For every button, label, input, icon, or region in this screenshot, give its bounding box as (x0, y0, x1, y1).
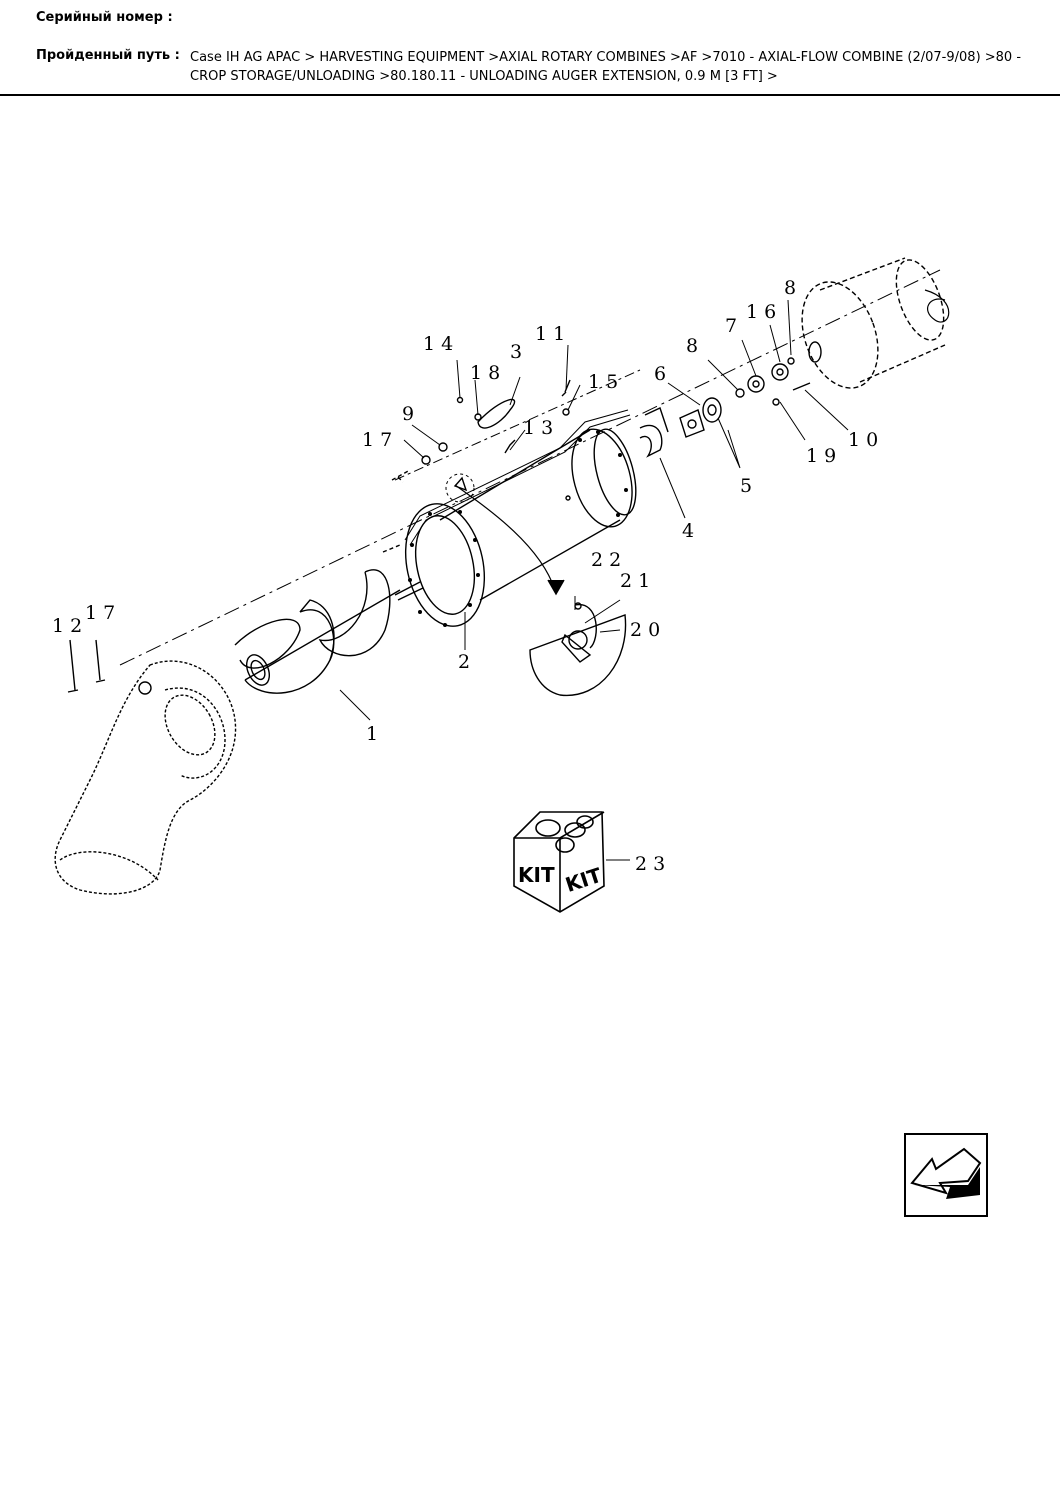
flange-bracket-5 (679, 409, 705, 438)
callout-2: 2 (458, 651, 476, 673)
bolt-11 (561, 379, 571, 397)
callout-9: 9 (402, 403, 420, 425)
callout-18: 18 (470, 362, 506, 384)
callout-7: 7 (725, 315, 743, 337)
serial-number-label: Серийный номер : (36, 10, 173, 25)
callout-4: 4 (682, 520, 700, 542)
callout-17b: 17 (85, 602, 121, 624)
callout-1: 1 (366, 723, 384, 745)
auger-tube-hidden (801, 257, 946, 389)
header-divider (0, 94, 1060, 96)
callout-6: 6 (654, 363, 672, 385)
arrow-next-icon (910, 1147, 982, 1199)
path-label: Пройденный путь : (36, 48, 180, 63)
sprocket (808, 341, 822, 363)
callout-10: 10 (848, 429, 884, 451)
callout-5: 5 (740, 475, 758, 497)
auger-tube-2 (404, 428, 637, 627)
next-page-button[interactable] (904, 1133, 988, 1217)
callout-8a: 8 (686, 335, 704, 357)
callout-13: 13 (523, 417, 559, 439)
callout-22: 22 (591, 549, 627, 571)
callout-19: 19 (806, 445, 842, 467)
bearing-6 (702, 397, 722, 423)
bearing-16 (771, 363, 789, 381)
callout-17a: 17 (362, 429, 398, 451)
callout-16: 16 (746, 301, 782, 323)
elbow-housing (54, 660, 237, 895)
callout-3: 3 (510, 341, 528, 363)
breadcrumb-path[interactable]: Case IH AG APAC > HARVESTING EQUIPMENT >… (190, 50, 1022, 84)
callout-20: 20 (630, 619, 666, 641)
detail-plate-20 (529, 602, 627, 697)
callout-23: 23 (635, 853, 671, 875)
auger-flighting-1 (234, 569, 424, 694)
clip-3 (477, 398, 516, 429)
callout-12: 12 (52, 615, 88, 637)
washer-17 (421, 455, 431, 465)
kit-box-icon (513, 811, 605, 913)
nut-9 (438, 442, 448, 452)
kit-label-left: KIT (518, 863, 555, 887)
callout-8b: 8 (784, 277, 802, 299)
callout-15: 15 (588, 371, 624, 393)
sprocket-7 (747, 375, 765, 393)
callout-21: 21 (620, 570, 656, 592)
callout-14: 14 (423, 333, 459, 355)
callout-11: 11 (535, 323, 571, 345)
